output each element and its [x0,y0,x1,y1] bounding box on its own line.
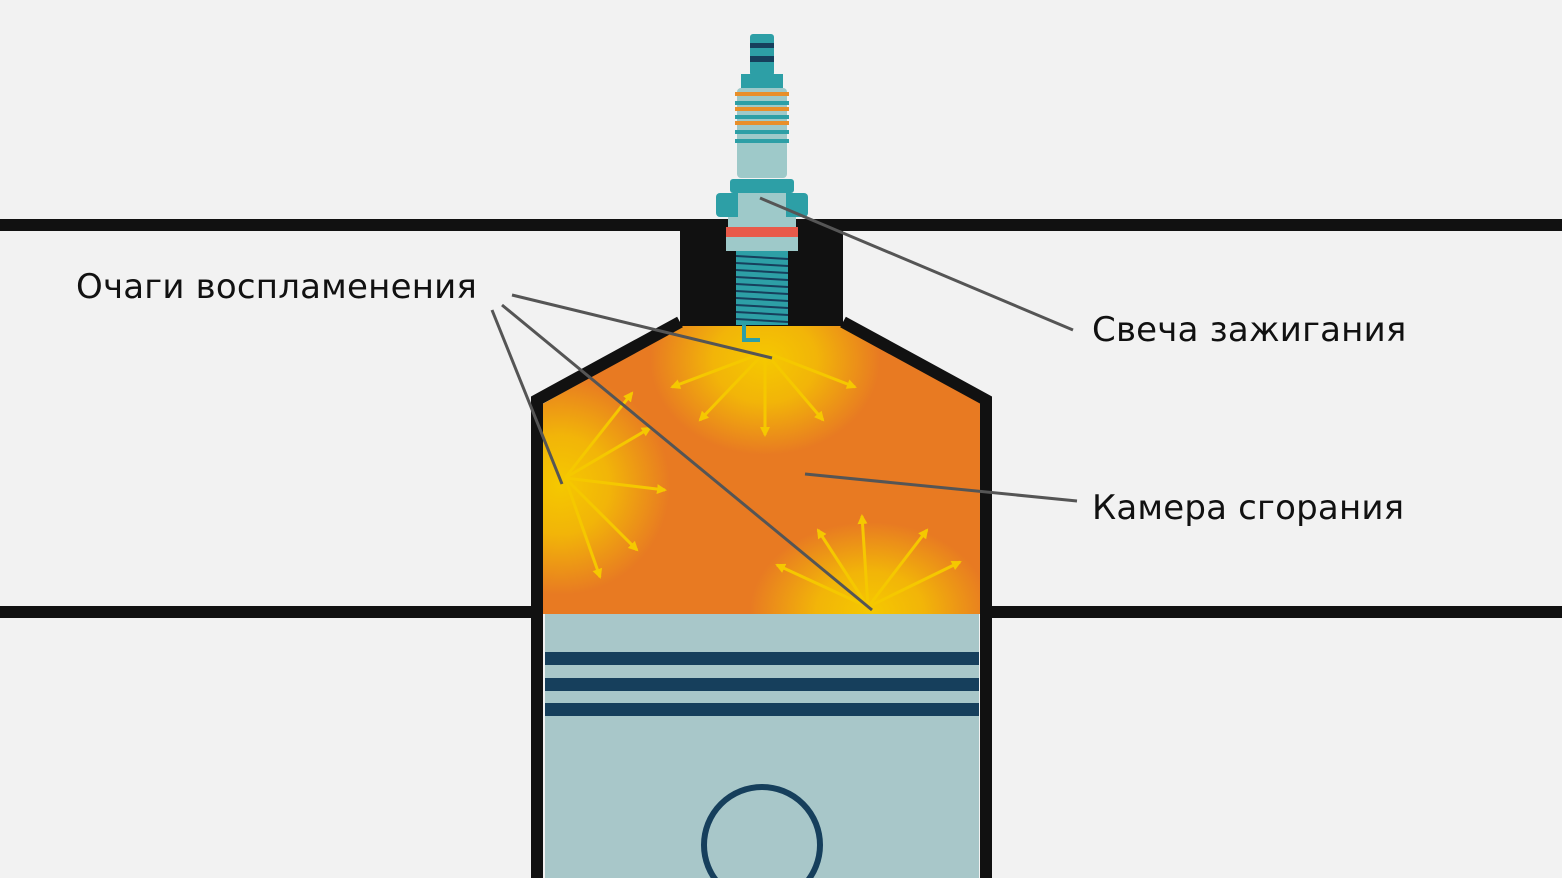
leader-lines [490,196,1078,612]
flame-arrow [764,350,857,389]
leader-line-chamber [804,472,1078,503]
flame-arrows [563,350,962,609]
flame-arrow [564,476,667,495]
plug-thread-line [735,255,789,260]
flame-glow-left [541,375,670,595]
block-line-top-right [843,219,1562,231]
leader-line-ignition-left [490,309,564,485]
cylinder-walls [531,316,992,878]
leader-line-plug [759,196,1074,332]
plug-stripe [735,107,789,111]
cylinder-wall-left [531,316,683,878]
flame-arrow [857,514,870,608]
flame-arrow [563,476,639,552]
plug-rib [735,139,789,143]
label-combustion-chamber: Камера сгорания [1092,488,1405,528]
flame-arrow [775,563,869,609]
block-line-bottom-left [0,606,541,618]
flame-arrow [670,350,766,389]
plug-hex-top [730,179,794,193]
plug-thread-line [735,297,789,302]
plug-thread-line [735,290,789,295]
plug-thread-line [735,318,789,323]
piston-ring [545,703,979,716]
plug-stripe [735,121,789,125]
label-ignition-sources: Очаги воспламенения [76,267,478,307]
plug-insulator-top [741,74,783,90]
flame-arrow [816,528,870,608]
plug-thread-line [735,283,789,288]
plug-thread-line [735,311,789,316]
plug-thread-line [735,262,789,267]
flame-arrow [563,477,603,579]
plug-thread-line [735,276,789,281]
plug-collar [728,217,796,227]
plug-stripe [735,92,789,96]
piston-ring [545,678,979,691]
piston-ring [545,652,979,665]
block-line-top [0,219,680,231]
piston-pin [701,784,823,878]
flame-arrow [866,528,929,608]
flame-arrow [867,560,962,609]
flame-glow-bottom [750,522,985,614]
plug-shell [726,237,798,251]
piston [545,614,979,878]
plug-thread-lines [735,255,789,323]
plug-terminal [750,34,774,76]
plug-rib [735,115,789,119]
plug-terminal-band [750,56,774,62]
flame-arrow [564,426,652,480]
plug-gasket [726,227,798,237]
cylinder-wall-right [840,316,992,878]
engine-block-lines [0,219,1562,618]
plug-electrode [742,325,760,342]
plug-rib [735,101,789,105]
plug-rib [735,130,789,134]
label-spark-plug: Свеча зажигания [1092,310,1407,350]
block-line-bottom-right [985,606,1562,618]
spark-plug [716,34,808,342]
flame-arrow [563,391,634,479]
flame-arrow [698,350,767,422]
flame-arrow [763,351,825,422]
leader-line-ignition-bottom [501,303,873,612]
plug-terminal-band [750,43,774,48]
plug-thread-line [735,269,789,274]
leader-line-ignition-top [511,293,773,360]
plug-thread-line [735,304,789,309]
